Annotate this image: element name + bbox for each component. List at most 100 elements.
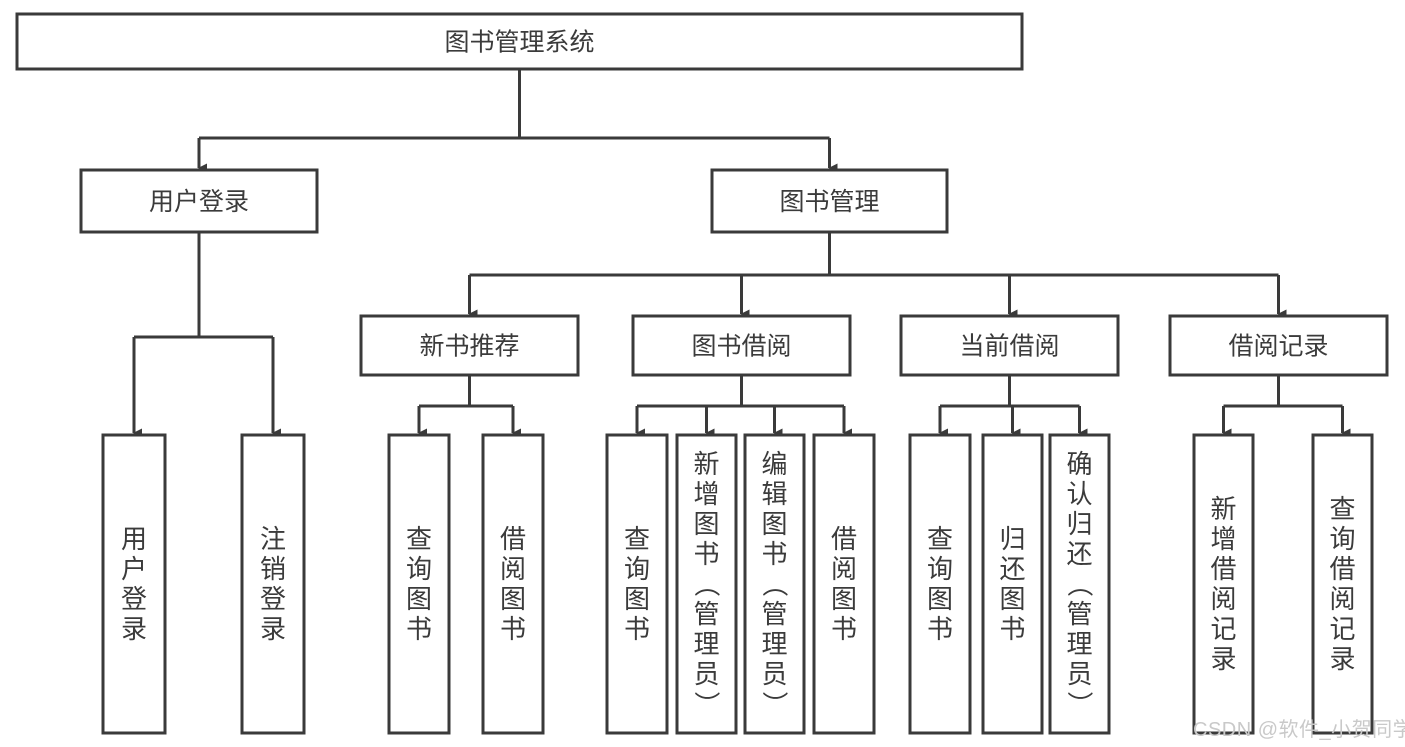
node-label: 用户登录: [149, 188, 249, 216]
svg-text:销: 销: [260, 554, 286, 584]
svg-text:）: ）: [1065, 691, 1095, 717]
svg-text:还: 还: [999, 554, 1025, 584]
node-new-book-rec[interactable]: 新书推荐: [359, 314, 580, 377]
node-leaf-user-login[interactable]: 用户登录: [101, 433, 167, 735]
connector-layer: [132, 69, 1351, 438]
node-box: [1168, 314, 1389, 377]
svg-text:增: 增: [693, 479, 719, 509]
node-book-manage[interactable]: 图书管理: [710, 168, 949, 234]
svg-text:管: 管: [1066, 599, 1092, 629]
node-box: [908, 433, 972, 735]
csdn-watermark: CSDN @软件_小贺同学: [1193, 719, 1405, 741]
svg-text:管: 管: [761, 599, 787, 629]
node-current-borrow[interactable]: 当前借阅: [899, 314, 1120, 377]
svg-text:借: 借: [1210, 554, 1236, 584]
node-label: 借阅记录: [1228, 333, 1328, 361]
conn-new-book-rec: [417, 375, 521, 438]
node-root[interactable]: 图书管理系统: [15, 12, 1024, 71]
node-box: [387, 433, 451, 735]
node-label: 新书推荐: [419, 333, 519, 361]
svg-text:登: 登: [121, 584, 147, 614]
svg-text:图: 图: [831, 584, 857, 614]
svg-text:录: 录: [1210, 644, 1236, 674]
conn-book-borrow: [635, 375, 852, 438]
node-box: [743, 433, 806, 735]
svg-text:）: ）: [692, 691, 722, 717]
node-box: [79, 168, 319, 234]
node-layer: 图书管理系统用户登录图书管理新书推荐图书借阅当前借阅借阅记录用户登录注销登录查询…: [15, 12, 1389, 735]
svg-text:借: 借: [831, 524, 857, 554]
svg-text:图: 图: [624, 584, 650, 614]
svg-text:阅: 阅: [831, 554, 857, 584]
svg-text:（: （: [1065, 571, 1095, 597]
svg-text:图: 图: [693, 509, 719, 539]
svg-text:书: 书: [927, 614, 953, 644]
svg-text:查: 查: [1329, 494, 1355, 524]
svg-text:员: 员: [761, 659, 787, 689]
svg-text:用: 用: [121, 524, 147, 554]
svg-text:新: 新: [1210, 494, 1236, 524]
svg-text:查: 查: [624, 524, 650, 554]
svg-text:理: 理: [761, 629, 787, 659]
svg-text:员: 员: [693, 659, 719, 689]
svg-text:图: 图: [406, 584, 432, 614]
svg-text:管: 管: [693, 599, 719, 629]
node-borrow-record[interactable]: 借阅记录: [1168, 314, 1389, 377]
svg-text:询: 询: [1329, 524, 1355, 554]
node-box: [15, 12, 1024, 71]
node-box: [481, 433, 545, 735]
svg-text:查: 查: [927, 524, 953, 554]
conn-root: [197, 69, 838, 173]
node-box: [899, 314, 1120, 377]
svg-text:理: 理: [693, 629, 719, 659]
node-box: [605, 433, 669, 735]
svg-text:阅: 阅: [1210, 584, 1236, 614]
svg-text:书: 书: [761, 539, 787, 569]
node-box: [812, 433, 876, 735]
node-label: 当前借阅: [959, 333, 1059, 361]
node-box: [710, 168, 949, 234]
node-label: 图书借阅: [691, 333, 791, 361]
svg-text:登: 登: [260, 584, 286, 614]
node-box: [240, 433, 306, 735]
svg-text:询: 询: [927, 554, 953, 584]
svg-text:书: 书: [624, 614, 650, 644]
node-box: [981, 433, 1044, 735]
svg-text:录: 录: [1329, 644, 1355, 674]
svg-text:阅: 阅: [1329, 584, 1355, 614]
svg-text:录: 录: [260, 614, 286, 644]
svg-text:确: 确: [1066, 449, 1092, 479]
svg-text:注: 注: [260, 524, 286, 554]
conn-borrow-record: [1222, 375, 1351, 438]
svg-text:归: 归: [999, 524, 1025, 554]
svg-text:）: ）: [760, 691, 790, 717]
node-book-borrow[interactable]: 图书借阅: [631, 314, 852, 377]
svg-text:阅: 阅: [500, 554, 526, 584]
node-user-login[interactable]: 用户登录: [79, 168, 319, 234]
node-label: 图书管理系统: [444, 29, 594, 57]
svg-text:录: 录: [121, 614, 147, 644]
node-box: [1048, 433, 1111, 735]
